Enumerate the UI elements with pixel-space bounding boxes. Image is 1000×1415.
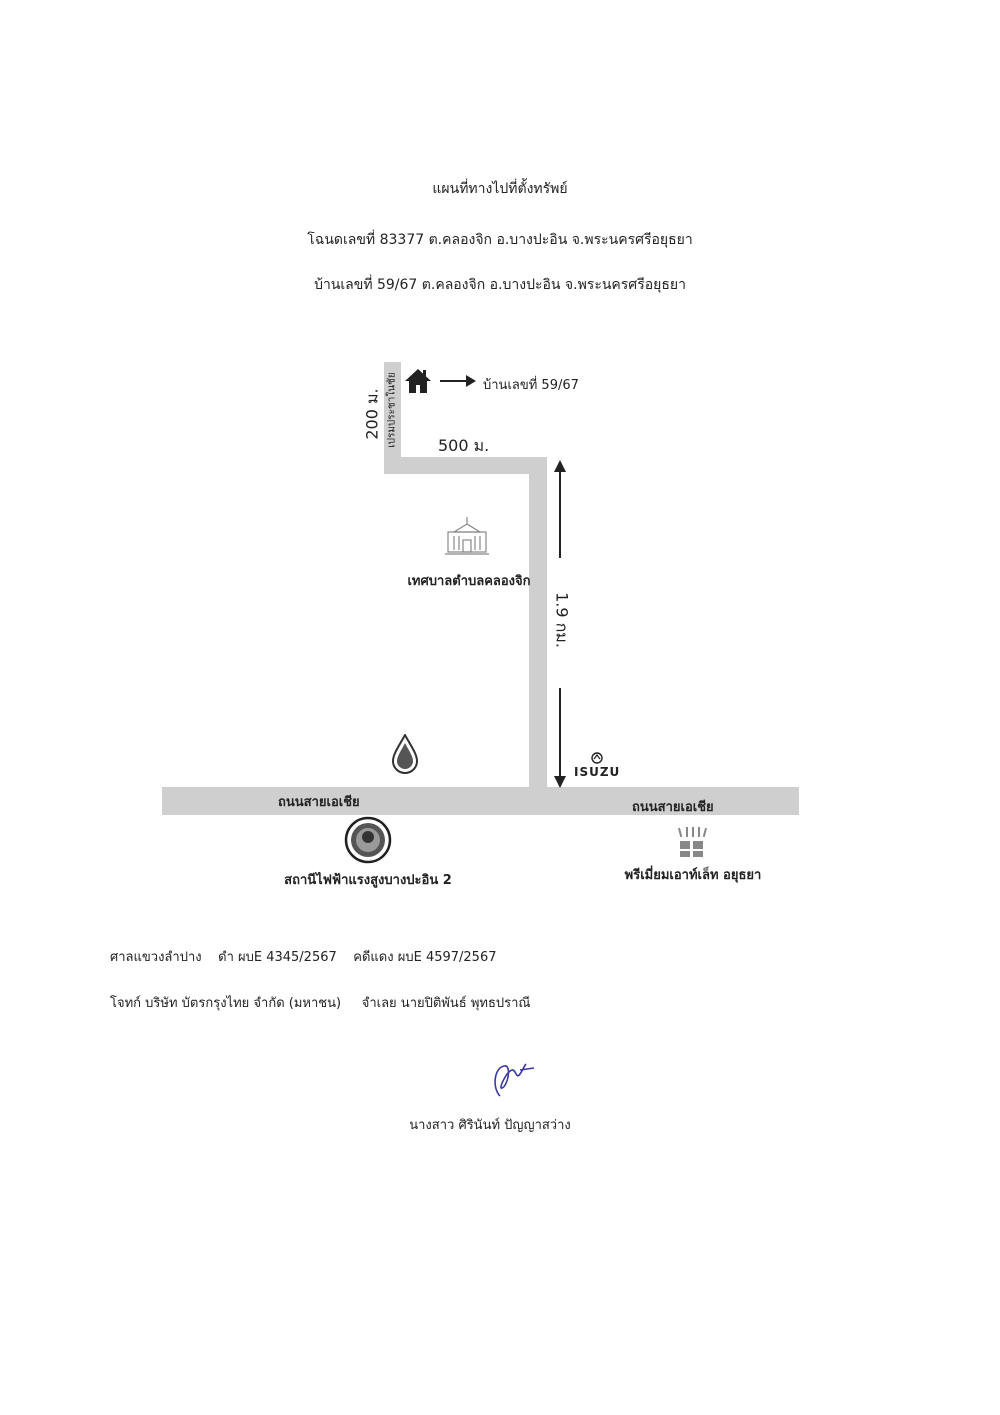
house-number-label: บ้านเลขที่ 59/67 [483, 378, 579, 393]
asia-highway-road [162, 787, 799, 815]
arrow-right-icon [440, 375, 476, 387]
isuzu-logo-icon [591, 752, 603, 764]
distance-500m-label: 500 ม. [438, 436, 490, 455]
road-main-vertical [529, 457, 547, 797]
road-name-right: ถนนสายเอเชีย [632, 800, 714, 815]
house-icon [405, 369, 431, 393]
power-station-label: สถานีไฟฟ้าแรงสูงบางปะอิน 2 [284, 873, 452, 888]
signature-icon [494, 1063, 535, 1097]
ptt-fuel-drop-icon [391, 734, 419, 774]
municipality-label: เทศบาลตำบลคลองจิก [407, 574, 531, 589]
deed-line: โฉนดเลขที่ 83377 ต.คลองจิก อ.บางปะอิน จ.… [307, 232, 693, 248]
arrow-down-icon [554, 688, 566, 788]
side-road-vertical [384, 362, 401, 474]
outlet-label: พรีเมี่ยมเอาท์เล็ท อยุธยา [624, 868, 762, 883]
road-500m-horizontal [384, 457, 547, 474]
road-name-left: ถนนสายเอเชีย [278, 795, 360, 810]
isuzu-label: ISUZU [574, 765, 621, 779]
house-address-line: บ้านเลขที่ 59/67 ต.คลองจิก อ.บางปะอิน จ.… [314, 277, 686, 293]
distance-200m-label: 200 ม. [362, 388, 382, 440]
power-station-seal-icon [344, 816, 392, 864]
signer-name: นางสาว ศิรินันท์ ปัญญาสว่าง [409, 1118, 571, 1133]
court-case-line: ศาลแขวงลำปาง ดำ ผบE 4345/2567 คดีแดง ผบE… [110, 950, 497, 965]
distance-1-9km-label: 1.9 กม. [552, 592, 572, 648]
map-title: แผนที่ทางไปที่ตั้งทรัพย์ [432, 181, 568, 197]
municipality-building-icon [445, 517, 489, 555]
arrow-up-icon [554, 460, 566, 558]
outlet-shop-icon [677, 827, 708, 857]
parties-line: โจทก์ บริษัท บัตรกรุงไทย จำกัด (มหาชน) จ… [110, 996, 531, 1011]
side-road-label: เปรมประชาในชัย [386, 372, 398, 448]
